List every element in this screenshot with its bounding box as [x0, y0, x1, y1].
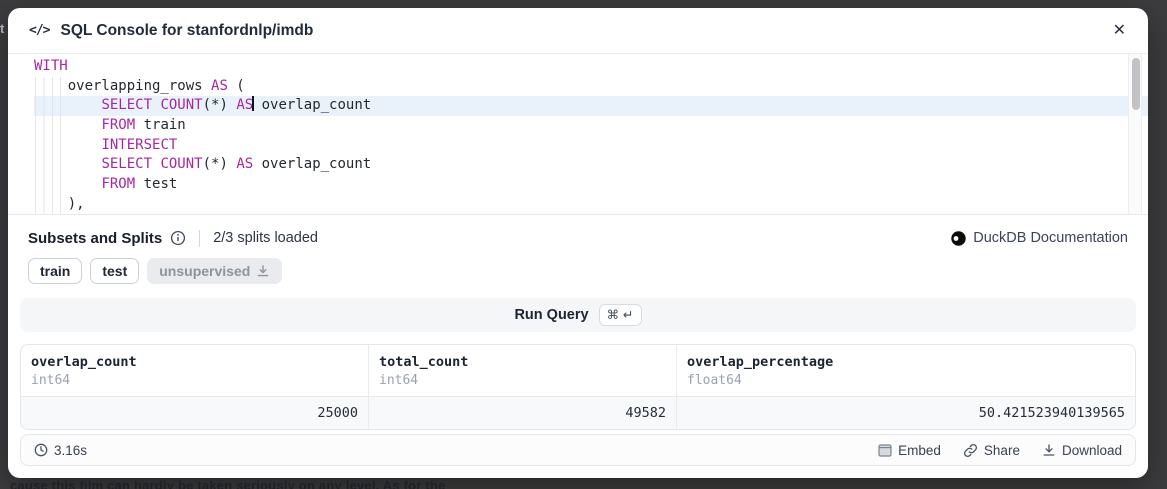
download-button[interactable]: Download	[1042, 443, 1122, 458]
split-chip-label: train	[40, 263, 71, 279]
table-header-row: overlap_count int64 total_count int64 ov…	[21, 345, 1135, 396]
download-label: Download	[1061, 442, 1122, 458]
results-footer: 3.16s Embed Share	[20, 434, 1136, 466]
column-header-overlap-count: overlap_count int64	[21, 345, 369, 396]
code-line: SELECT COUNT(*) AS overlap_count	[34, 96, 1148, 117]
download-icon	[1042, 443, 1056, 457]
code-icon: </>	[29, 23, 51, 38]
embed-button[interactable]: Embed	[878, 443, 941, 458]
share-button[interactable]: Share	[963, 443, 1020, 458]
query-duration: 3.16s	[54, 442, 88, 458]
result-cell: 50.421523940139565	[978, 405, 1125, 421]
dialog-title: SQL Console for stanfordnlp/imdb	[60, 21, 314, 39]
result-cell: 25000	[21, 397, 369, 429]
text-cursor	[252, 96, 254, 112]
split-chip-test[interactable]: test	[90, 258, 140, 284]
code-line: FROM test	[101, 176, 178, 193]
subsets-label: Subsets and Splits	[28, 229, 163, 247]
sql-console-dialog: </> SQL Console for stanfordnlp/imdb ✕ W…	[8, 8, 1148, 478]
splits-row: train test unsupervised	[28, 258, 1136, 284]
divider	[199, 229, 201, 247]
code-line: SELECT COUNT(*) AS overlap_count	[101, 156, 372, 173]
split-chip-unsupervised[interactable]: unsupervised	[147, 258, 283, 284]
sql-editor[interactable]: WITH overlapping_rows AS ( SELECT COUNT(…	[8, 54, 1148, 215]
split-chip-label: unsupervised	[159, 263, 251, 279]
background-text-fragment: t	[0, 21, 5, 36]
embed-label: Embed	[898, 442, 941, 458]
result-cell: 49582	[369, 397, 677, 429]
subsets-row: Subsets and Splits 2/3 splits loaded Duc…	[20, 227, 1136, 249]
duckdb-doc-link[interactable]: DuckDB Documentation	[951, 230, 1128, 246]
share-link-icon	[963, 443, 978, 458]
split-chip-train[interactable]: train	[28, 258, 83, 284]
table-row: 25000 49582 50.421523940139565	[21, 396, 1135, 429]
code-line: overlapping_rows AS (	[34, 77, 245, 94]
column-header-overlap-percentage: overlap_percentage float64	[687, 354, 834, 388]
code-line: FROM train	[101, 117, 186, 134]
kbd-shortcut: ⌘ ↵	[598, 304, 642, 326]
split-chip-label: test	[102, 263, 128, 279]
editor-scrollbar-thumb[interactable]	[1131, 58, 1140, 110]
query-duration-wrap: 3.16s	[34, 443, 87, 458]
code-line: INTERSECT	[101, 136, 178, 153]
info-icon[interactable]	[170, 230, 186, 246]
code-line: WITH	[34, 58, 68, 74]
close-button[interactable]: ✕	[1109, 19, 1130, 43]
clock-icon	[34, 443, 48, 457]
embed-icon	[878, 443, 892, 457]
duckdb-logo-icon	[951, 230, 966, 246]
share-label: Share	[983, 442, 1020, 458]
run-query-label: Run Query	[514, 307, 589, 323]
run-query-button[interactable]: Run Query ⌘ ↵	[20, 298, 1136, 332]
results-table: overlap_count int64 total_count int64 ov…	[20, 344, 1136, 430]
code-lines: WITH overlapping_rows AS ( SELECT COUNT(…	[8, 54, 1148, 214]
footer-actions: Embed Share Download	[878, 443, 1122, 458]
editor-scrollbar[interactable]	[1128, 54, 1142, 214]
code-line: ),	[34, 195, 85, 212]
duckdb-doc-label: DuckDB Documentation	[973, 230, 1128, 246]
download-icon	[256, 264, 270, 278]
dialog-header: </> SQL Console for stanfordnlp/imdb ✕	[8, 8, 1148, 54]
splits-status: 2/3 splits loaded	[213, 230, 318, 246]
background-page-text: cause this film can hardly be taken seri…	[10, 478, 446, 489]
column-header-total-count: total_count int64	[369, 345, 677, 396]
